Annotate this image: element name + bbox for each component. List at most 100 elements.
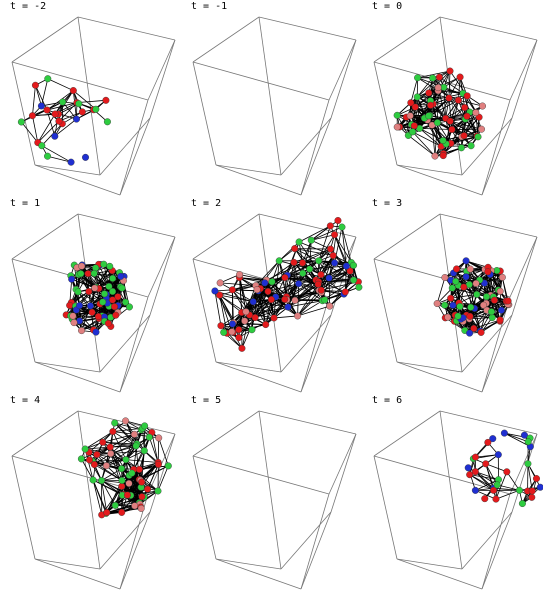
graph-edge bbox=[278, 241, 300, 262]
graph-node bbox=[456, 73, 464, 81]
graph-edge bbox=[58, 102, 78, 122]
graph-node bbox=[89, 476, 97, 484]
graph-edge bbox=[475, 471, 498, 486]
cube-edge bbox=[192, 213, 260, 260]
graph-node bbox=[446, 67, 454, 75]
graph-edge bbox=[96, 454, 122, 470]
cube-edge bbox=[373, 61, 398, 166]
graph-edge bbox=[254, 281, 273, 318]
cube-edge bbox=[461, 117, 513, 176]
cube-edge bbox=[11, 61, 149, 101]
bounding-cube bbox=[192, 16, 357, 196]
graph-edge bbox=[452, 287, 477, 295]
graph-node bbox=[78, 262, 86, 270]
graph-node bbox=[477, 125, 485, 133]
cube-edge bbox=[34, 558, 121, 590]
graph-node bbox=[439, 152, 447, 160]
graph-edge bbox=[139, 465, 169, 470]
graph-node bbox=[109, 296, 117, 304]
graph-node bbox=[452, 277, 460, 285]
graph-node bbox=[249, 298, 257, 306]
graph-node bbox=[407, 99, 415, 107]
cube-edge bbox=[149, 39, 176, 119]
cube-edge bbox=[511, 236, 538, 316]
graph-node bbox=[317, 286, 325, 294]
graph-node bbox=[317, 271, 325, 279]
graph-edge bbox=[431, 125, 436, 157]
graph-edge bbox=[102, 433, 135, 443]
cube-edge bbox=[300, 314, 332, 393]
cube-edge bbox=[215, 558, 302, 590]
graph-edge bbox=[450, 120, 482, 130]
graph-edge bbox=[298, 283, 320, 291]
graph-node bbox=[217, 322, 225, 330]
graph-edge bbox=[112, 276, 122, 301]
graph-edge bbox=[311, 225, 331, 241]
graph-node bbox=[481, 495, 489, 503]
graph-node bbox=[107, 450, 115, 458]
cube-edge bbox=[373, 258, 398, 363]
graph-edge bbox=[267, 283, 299, 292]
graph-node bbox=[290, 258, 298, 266]
graph-node bbox=[484, 438, 492, 446]
graph-edge bbox=[457, 77, 461, 101]
cube-edge bbox=[509, 236, 538, 298]
graph-edge bbox=[318, 260, 354, 281]
cube-edge bbox=[11, 410, 79, 457]
graph-edge bbox=[344, 266, 347, 292]
graph-node bbox=[44, 75, 52, 83]
cube-edges bbox=[192, 213, 357, 393]
graph-node bbox=[51, 132, 59, 140]
graph-edge bbox=[106, 465, 123, 481]
graph-node bbox=[275, 257, 283, 265]
cube-edge bbox=[300, 511, 332, 590]
graph-node bbox=[251, 314, 259, 322]
graph-node bbox=[111, 419, 119, 427]
graph-node bbox=[242, 308, 250, 316]
panel-time-label: t = 5 bbox=[191, 395, 222, 406]
graph-node bbox=[85, 288, 93, 296]
cube-edge bbox=[373, 455, 398, 560]
cube-edge bbox=[509, 39, 538, 101]
graph-edge bbox=[450, 294, 477, 299]
graph-edge bbox=[110, 445, 137, 454]
panel: t = -1 bbox=[181, 0, 362, 197]
graph-edge bbox=[410, 77, 418, 103]
cube-edges bbox=[192, 16, 357, 196]
cube-edge bbox=[215, 164, 282, 176]
graph-node bbox=[77, 455, 85, 463]
graph-node bbox=[466, 312, 474, 320]
graph-node bbox=[494, 451, 502, 459]
cube-edges bbox=[192, 410, 357, 590]
graph-node bbox=[261, 279, 269, 287]
graph-node bbox=[135, 465, 143, 473]
graph-node bbox=[448, 126, 456, 134]
graph-edge bbox=[469, 474, 494, 491]
graph-edge bbox=[458, 99, 483, 107]
graph-edge bbox=[479, 311, 492, 332]
graph-edge bbox=[309, 240, 312, 270]
cube-edge bbox=[280, 511, 332, 570]
graph-node bbox=[484, 268, 492, 276]
graph-edge bbox=[428, 70, 451, 94]
graph-edge bbox=[469, 474, 499, 481]
cube-edge bbox=[258, 16, 282, 176]
graph-node bbox=[51, 110, 59, 118]
graph-edge bbox=[41, 78, 49, 107]
graph-edge bbox=[318, 265, 347, 283]
graph-node bbox=[483, 293, 491, 301]
graph-node bbox=[299, 259, 307, 267]
graph-node bbox=[110, 303, 118, 311]
graph-node bbox=[321, 296, 329, 304]
cube-edge bbox=[147, 236, 176, 298]
graph-edge bbox=[127, 469, 140, 496]
cube-edge bbox=[119, 296, 149, 393]
cube-edge bbox=[258, 410, 357, 435]
panel: t = 1 bbox=[0, 197, 181, 394]
panel-time-label: t = 1 bbox=[10, 198, 41, 209]
cube-edge bbox=[34, 361, 121, 393]
graph-node bbox=[109, 428, 117, 436]
graph-node bbox=[355, 283, 363, 291]
graph-edge bbox=[37, 120, 60, 143]
graph-node bbox=[498, 273, 506, 281]
